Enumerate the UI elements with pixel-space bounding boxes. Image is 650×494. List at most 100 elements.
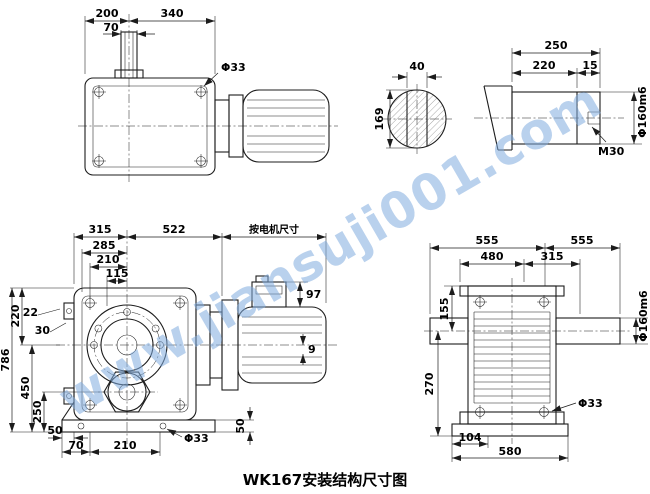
output-bore [107,372,147,412]
top-view-group: 200 340 70 Φ33 [78,7,338,182]
foot-slant [61,401,75,421]
shaft-detail-group: 250 220 15 Φ160m6 M30 [474,39,649,158]
dim-50-right: 50 [234,418,247,434]
mount-ear [63,302,75,320]
dim-210-top: 210 [97,253,120,266]
dim-786: 786 [0,348,12,371]
dim-200: 200 [96,7,119,20]
dim-210-bottom: 210 [114,439,137,452]
base-plate [61,419,216,433]
dim-70-bottom: 70 [68,439,84,452]
housing-stub [483,85,513,151]
housing-outline [73,287,197,421]
motor-fins [247,99,325,153]
dim-522: 522 [163,223,186,236]
junction-box-lid [255,285,283,295]
dim-580: 580 [499,445,522,458]
shaft-collar [114,69,144,79]
extension-lines [511,48,642,145]
dim-50-left: 50 [47,424,63,437]
dim-315-side: 315 [541,250,564,263]
ear-hole [66,393,72,399]
dim-30: 30 [35,324,51,337]
shaft-section-circle [387,89,447,149]
dim-340: 340 [161,7,184,20]
dim-104: 104 [459,431,482,444]
base-plate [451,423,569,437]
shaft-section-group: 40 169 [373,60,452,154]
terminal-block [255,275,269,283]
bolt-hole-crosshairs [473,295,551,419]
input-bore [100,318,154,372]
top-flange [459,285,565,297]
extension-lines [429,243,648,462]
dim-40: 40 [409,60,425,73]
side-view-group: 555 555 480 315 Φ160m6 155 270 Φ33 104 5… [423,234,650,462]
front-view-group: 315 522 按电机尺寸 285 210 115 786 220 450 25… [0,223,338,458]
right-shaft [555,317,621,345]
input-shaft-end [116,334,138,356]
flange-hole [94,324,103,333]
dim-480: 480 [481,250,504,263]
dim-22: 22 [23,306,38,319]
dim-450: 450 [19,376,32,399]
gearbox-body-inner [92,85,208,168]
flange-hole [156,341,164,349]
centerline [78,14,338,182]
dim-15: 15 [582,59,597,72]
extension-lines [386,72,428,149]
motor-size-note: 按电机尺寸 [249,223,299,236]
leader-line [591,126,607,143]
leader-line [551,402,577,412]
output-inner [118,383,136,401]
dim-9: 9 [308,343,316,356]
flange-hole [151,324,160,333]
dim-115: 115 [106,267,129,280]
keyway-chords [406,92,428,146]
bolt-circle [93,311,161,379]
dim-phi33-front: Φ33 [184,432,209,445]
dim-270: 270 [423,372,436,395]
foot-hole [77,422,85,430]
dim-555-left: 555 [476,234,499,247]
dim-220: 220 [533,59,556,72]
flange-hole [123,308,131,316]
bolt-hole-crosshairs [92,85,208,168]
cooling-fins [473,311,551,404]
dim-250-left: 250 [31,400,44,423]
leader-line [166,428,183,438]
mount-ear [63,387,75,405]
dim-220-left: 220 [9,304,22,327]
dim-70: 70 [103,21,119,34]
dim-phi33: Φ33 [221,61,246,74]
motor-fins [242,316,322,374]
dim-phi33-side: Φ33 [578,397,603,410]
input-boss [86,304,168,386]
drawing-caption: WK167安装结构尺寸图 [243,471,407,489]
bolt-hole-crosshairs [83,296,187,412]
dim-315: 315 [89,223,112,236]
dim-285: 285 [93,239,116,252]
dim-phi160-side: Φ160m6 [637,290,650,342]
flange-hole [90,341,98,349]
tapped-hole [587,111,600,125]
dim-169: 169 [373,108,386,131]
dim-phi160: Φ160m6 [636,86,649,138]
dim-555-right: 555 [571,234,594,247]
extension-lines [84,16,216,74]
output-hex [103,371,151,413]
ear-hole [66,308,72,314]
shaft-cylinder [511,91,601,145]
housing-inner [81,295,189,413]
centerline [56,230,338,444]
dim-250: 250 [545,39,568,52]
dim-155: 155 [438,298,451,321]
leader-line [203,72,219,87]
dim-m30: M30 [598,145,625,158]
gearbox-body-outline [84,77,216,176]
junction-box [251,281,287,308]
motor-body [242,89,330,163]
dim-97: 97 [306,288,321,301]
